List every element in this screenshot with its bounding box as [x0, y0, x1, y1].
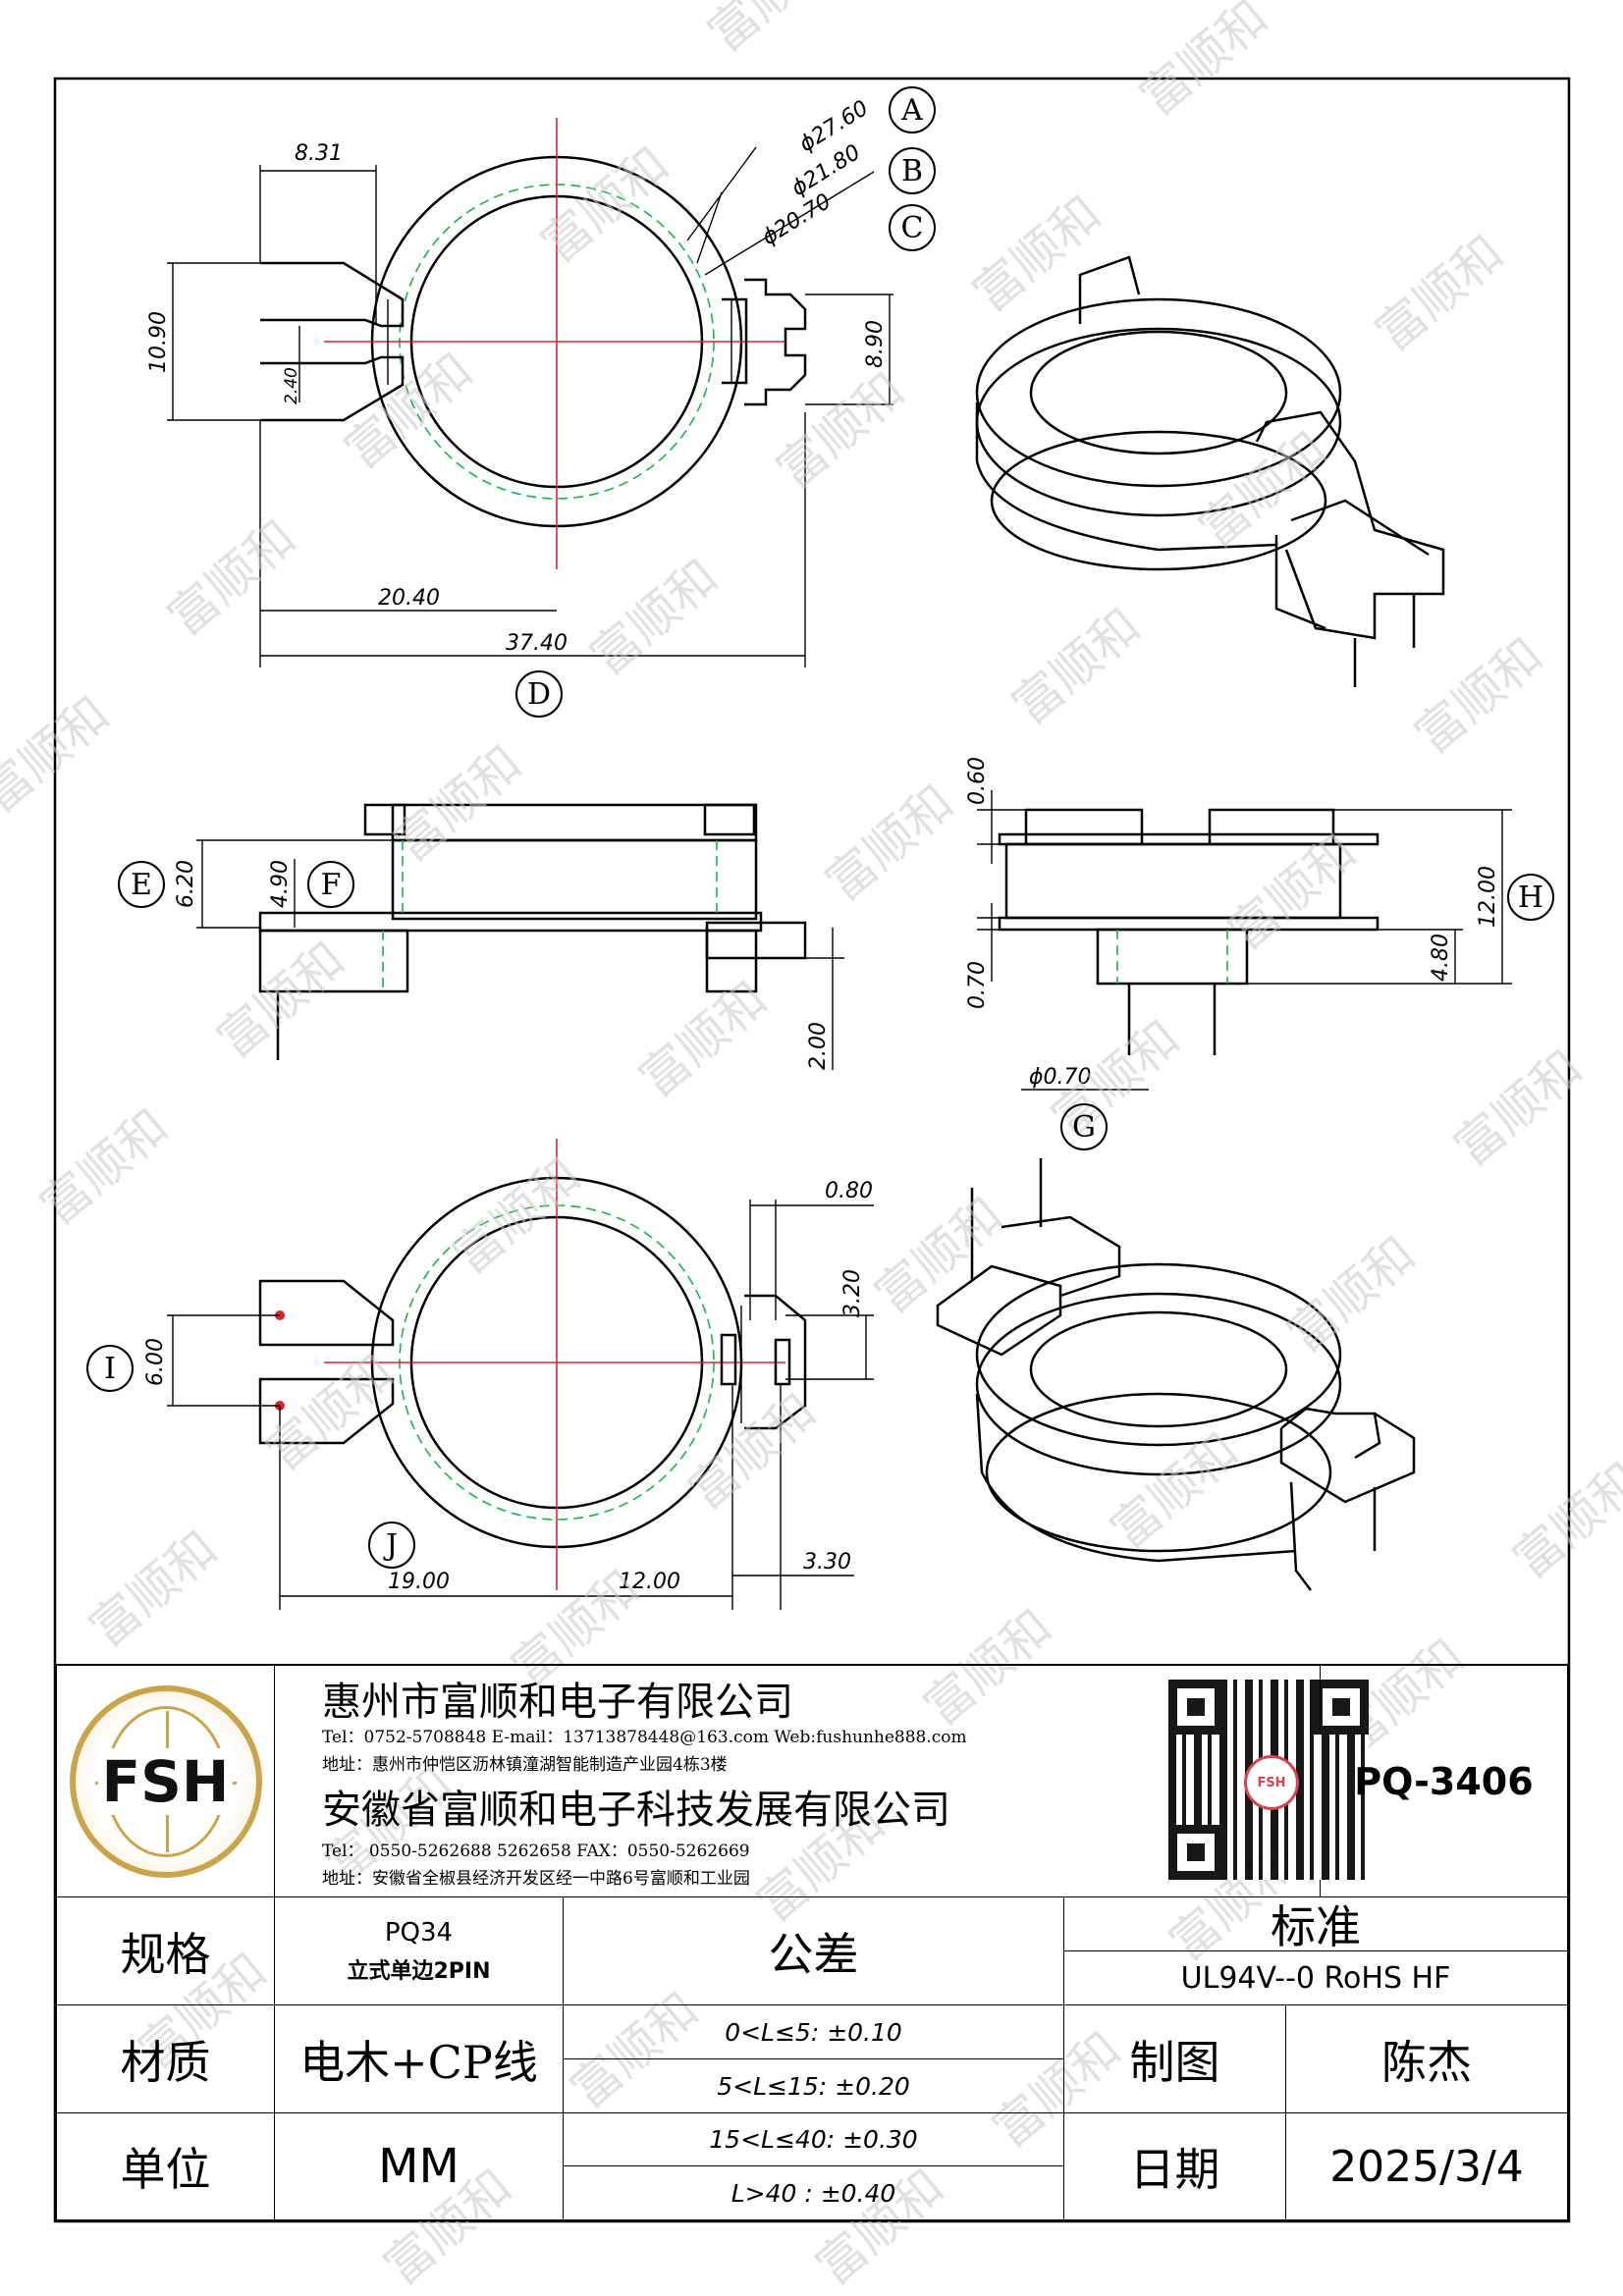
material-label: 材质: [57, 2005, 275, 2113]
callout-d: D: [515, 670, 563, 718]
fsh-logo: FSH: [69, 1684, 262, 1878]
top-view: [167, 118, 893, 667]
svg-text:富顺和: 富顺和: [677, 1382, 827, 1521]
dim-6-00: 6.00: [143, 1338, 168, 1386]
callout-e: E: [118, 861, 165, 908]
bottom-view: [167, 1139, 874, 1610]
company-contact-1: Tel：0752-5708848 E-mail：13713878448@163.…: [322, 1728, 967, 1747]
company-address-1: 地址：惠州市仲恺区沥林镇潼湖智能制造产业园4栋3楼: [322, 1755, 728, 1775]
title-block: FSH 惠州市富顺和电子有限公司 Tel：0752-5708848 E-mail…: [55, 1664, 1569, 2221]
part-number-cell: PQ-3406: [1321, 1666, 1567, 1897]
dim-37-40: 37.40: [506, 631, 568, 656]
svg-text:富顺和: 富顺和: [0, 685, 121, 824]
spec-value-model: PQ34: [384, 1917, 454, 1948]
svg-text:富顺和: 富顺和: [815, 774, 964, 912]
dim-3-20: 3.20: [840, 1269, 865, 1317]
svg-text:富顺和: 富顺和: [1404, 626, 1553, 765]
svg-text:富顺和: 富顺和: [1443, 1039, 1593, 1177]
tolerance-range-2: 5<L≤15: ±0.20: [564, 2059, 1064, 2113]
company-name-1: 惠州市富顺和电子有限公司: [322, 1680, 793, 1725]
side-view-left: [196, 803, 844, 1070]
logo-text: FSH: [97, 1747, 234, 1815]
dim-0-70: 0.70: [965, 961, 990, 1009]
unit-value: MM: [275, 2113, 564, 2219]
svg-text:富顺和: 富顺和: [79, 1520, 228, 1658]
callout-h: H: [1507, 874, 1554, 921]
dim-dia-27-60: ɸ27.60: [795, 96, 873, 157]
standard-value: UL94V--0 RoHS HF: [1064, 1951, 1567, 2005]
svg-text:富顺和: 富顺和: [1129, 0, 1278, 127]
dim-2-40: 2.40: [282, 367, 301, 404]
tolerance-label: 公差: [564, 1897, 1064, 2005]
dim-8-31: 8.31: [295, 141, 343, 166]
iso-view-bottom: [936, 1158, 1416, 1591]
svg-text:富顺和: 富顺和: [1001, 597, 1151, 735]
dim-2-00: 2.00: [806, 1022, 831, 1070]
dim-pin-dia-0-70: ɸ0.70: [1029, 1065, 1092, 1090]
svg-text:富顺和: 富顺和: [1502, 1451, 1623, 1589]
tolerance-range-3: 15<L≤40: ±0.30: [564, 2113, 1064, 2166]
dim-0-60: 0.60: [965, 757, 990, 805]
dim-dia-21-80: ɸ21.80: [787, 140, 865, 201]
svg-text:富顺和: 富顺和: [29, 1097, 179, 1236]
dim-19-00: 19.00: [388, 1570, 450, 1594]
dim-20-40: 20.40: [378, 586, 440, 611]
tolerance-range-1: 0<L≤5: ±0.10: [564, 2005, 1064, 2059]
svg-text:富顺和: 富顺和: [628, 970, 778, 1108]
company-info-cell: 惠州市富顺和电子有限公司 Tel：0752-5708848 E-mail：137…: [275, 1666, 1369, 1897]
drawn-by-label: 制图: [1064, 2005, 1286, 2113]
qr-code-icon: FSH: [1168, 1680, 1369, 1880]
dim-6-20: 6.20: [174, 860, 198, 908]
callout-b: B: [889, 147, 936, 194]
dim-10-90: 10.90: [146, 311, 171, 373]
callout-c: C: [889, 204, 936, 251]
part-number: PQ-3406: [1354, 1759, 1534, 1803]
callout-a: A: [889, 86, 936, 133]
side-view-right: [977, 790, 1512, 1091]
drawn-by-value: 陈杰: [1286, 2005, 1567, 2113]
dim-12-00-w: 12.00: [619, 1570, 680, 1594]
svg-text:富顺和: 富顺和: [697, 0, 846, 63]
svg-text:富顺和: 富顺和: [442, 1147, 591, 1285]
logo-cell: FSH: [57, 1666, 275, 1897]
svg-text:富顺和: 富顺和: [766, 361, 915, 500]
dim-0-80: 0.80: [825, 1179, 873, 1203]
dim-3-30: 3.30: [803, 1550, 851, 1575]
callout-j: J: [368, 1522, 415, 1569]
callout-f: F: [307, 861, 354, 908]
dim-8-90: 8.90: [863, 320, 888, 368]
dim-4-90: 4.90: [268, 860, 293, 908]
dim-12-00-h: 12.00: [1476, 866, 1500, 928]
svg-text:富顺和: 富顺和: [206, 931, 355, 1069]
dim-dia-20-70: ɸ20.70: [758, 189, 836, 250]
svg-text:富顺和: 富顺和: [1188, 420, 1337, 559]
spec-value-desc: 立式单边2PIN: [347, 1958, 491, 1984]
iso-view-top: [975, 255, 1445, 687]
company-contact-2: Tel： 0550-5262688 5262658 FAX：0550-52626…: [322, 1842, 750, 1861]
material-value: 电木+CP线: [275, 2005, 564, 2113]
svg-text:富顺和: 富顺和: [1276, 1225, 1426, 1363]
dim-4-80: 4.80: [1429, 934, 1453, 982]
drawing-frame: [53, 77, 1571, 2223]
date-label: 日期: [1064, 2113, 1286, 2219]
spec-label: 规格: [57, 1897, 275, 2005]
spec-value-cell: PQ34 立式单边2PIN: [275, 1897, 564, 2005]
callout-g: G: [1060, 1103, 1108, 1150]
standard-label: 标准: [1064, 1897, 1567, 1953]
svg-text:富顺和: 富顺和: [157, 508, 306, 647]
svg-text:富顺和: 富顺和: [962, 185, 1111, 323]
tolerance-range-4: L>40 : ±0.40: [564, 2166, 1064, 2219]
qr-badge-text: FSH: [1257, 1775, 1286, 1790]
svg-text:富顺和: 富顺和: [579, 548, 729, 686]
company-name-2: 安徽省富顺和电子科技发展有限公司: [322, 1788, 950, 1833]
date-value: 2025/3/4: [1329, 2141, 1524, 2192]
svg-text:富顺和: 富顺和: [1365, 224, 1514, 362]
company-address-2: 地址：安徽省全椒县经济开发区经一中路6号富顺和工业园: [322, 1869, 750, 1889]
callout-i: I: [86, 1345, 134, 1392]
unit-label: 单位: [57, 2113, 275, 2219]
